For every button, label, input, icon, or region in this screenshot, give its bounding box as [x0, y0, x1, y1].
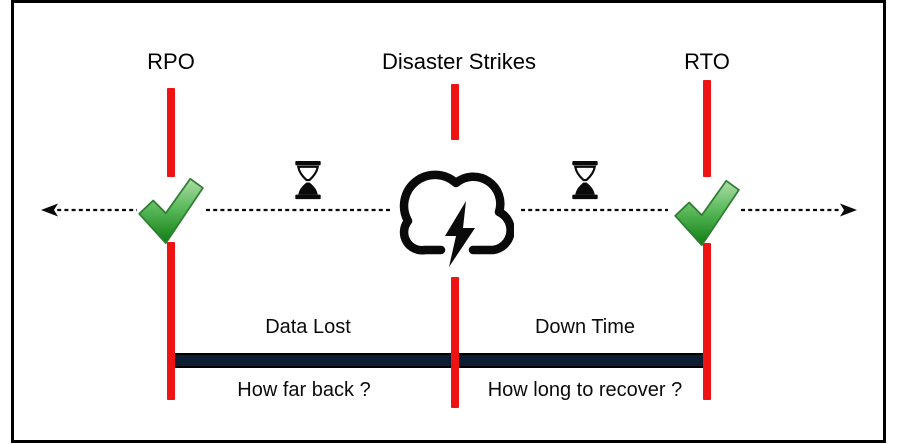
rto-checkmark-icon	[674, 179, 740, 247]
rpo-marker-line-upper	[167, 88, 175, 177]
storm-cloud-icon	[399, 170, 514, 267]
disaster-strikes-label: Disaster Strikes	[381, 49, 537, 74]
hourglass-left-icon	[295, 161, 321, 200]
disaster-marker-line-upper	[451, 84, 459, 140]
rpo-label: RPO	[147, 49, 195, 74]
rpo-checkmark-icon	[138, 177, 204, 245]
timeline-axis	[41, 203, 857, 217]
how-far-back-label: How far back ?	[237, 379, 371, 401]
how-long-to-recover-label: How long to recover ?	[487, 379, 683, 401]
rto-marker-line-lower	[703, 243, 711, 400]
data-lost-label: Data Lost	[265, 316, 351, 338]
rto-label: RTO	[684, 49, 730, 74]
rpo-marker-line-lower	[167, 242, 175, 400]
duration-bar	[172, 353, 707, 368]
lightning-bolt-icon	[445, 201, 475, 267]
right-arrow-icon	[840, 203, 857, 217]
rto-marker-line-upper	[703, 80, 711, 177]
diagram-frame	[11, 0, 886, 443]
down-time-label: Down Time	[534, 316, 636, 338]
hourglass-right-icon	[572, 161, 598, 200]
disaster-marker-line-lower	[451, 277, 459, 408]
left-arrow-icon	[41, 203, 58, 217]
